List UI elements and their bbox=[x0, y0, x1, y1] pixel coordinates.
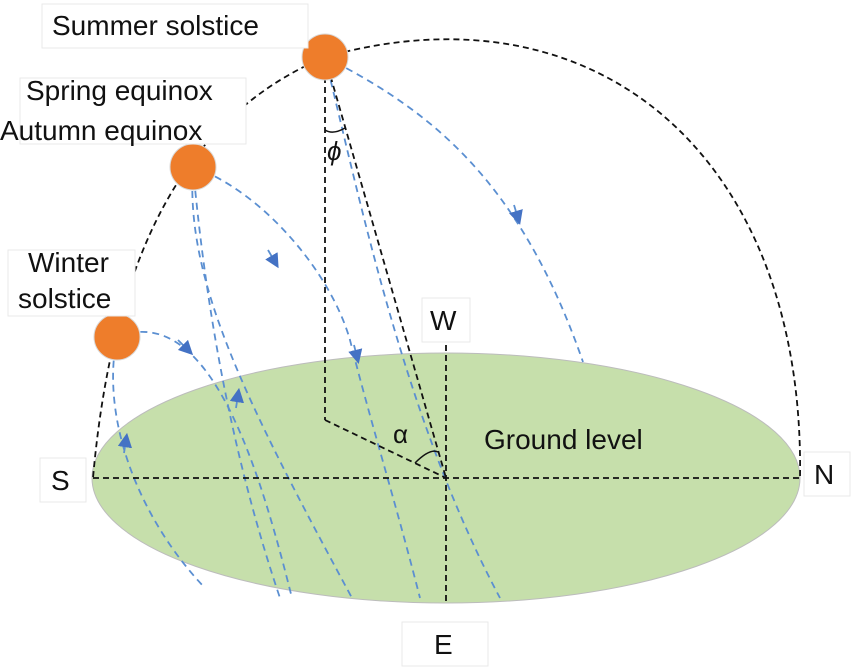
equinox-path-down bbox=[191, 166, 353, 599]
summer-path-down bbox=[324, 56, 501, 599]
arrow-winter-up bbox=[117, 432, 133, 454]
north-label-box bbox=[803, 451, 851, 497]
winter-sun bbox=[93, 313, 141, 361]
arrow-summer-north bbox=[509, 204, 523, 225]
equinox-return-left bbox=[192, 166, 281, 599]
spring-equinox-label: Spring equinox bbox=[26, 75, 213, 106]
ground-level-label: Ground level bbox=[484, 424, 643, 455]
arrow-equinox-mid bbox=[348, 344, 363, 364]
arrow-winter-right bbox=[177, 339, 194, 356]
projection-line bbox=[324, 419, 447, 479]
winter-label-line2: solstice bbox=[18, 283, 111, 314]
winter-label-line1: Winter bbox=[28, 247, 109, 278]
summer-sun bbox=[301, 33, 349, 81]
west-label-box bbox=[421, 297, 471, 343]
autumn-equinox-label: Autumn equinox bbox=[0, 115, 202, 146]
sun-to-center-line bbox=[324, 56, 447, 479]
south-label: S bbox=[51, 465, 70, 496]
arrow-winter-down bbox=[229, 387, 245, 409]
summer-label-box bbox=[41, 3, 309, 49]
sky-dome-south bbox=[92, 56, 326, 479]
summer-path-north bbox=[324, 56, 584, 363]
summer-solstice-label: Summer solstice bbox=[52, 10, 259, 41]
north-label: N bbox=[814, 459, 834, 490]
west-label: W bbox=[430, 305, 457, 336]
equinox-path-right bbox=[192, 166, 421, 599]
phi-angle-arc bbox=[324, 127, 346, 133]
sun-paths bbox=[112, 56, 584, 599]
alpha-label: α bbox=[393, 419, 408, 449]
south-label-box bbox=[39, 457, 87, 503]
winter-label-box bbox=[7, 249, 136, 317]
path-arrows bbox=[117, 204, 523, 454]
sky-dome-north bbox=[324, 38, 801, 479]
alpha-angle-arc bbox=[414, 450, 439, 464]
phi-label: ϕ bbox=[327, 136, 341, 166]
equinox-sun bbox=[169, 143, 217, 191]
equinox-label-box bbox=[19, 77, 247, 145]
dome-and-axes bbox=[92, 38, 801, 603]
east-label: E bbox=[434, 629, 453, 660]
east-label-box bbox=[401, 621, 489, 667]
arrow-equinox-right bbox=[265, 249, 279, 269]
winter-path-down bbox=[112, 336, 206, 589]
